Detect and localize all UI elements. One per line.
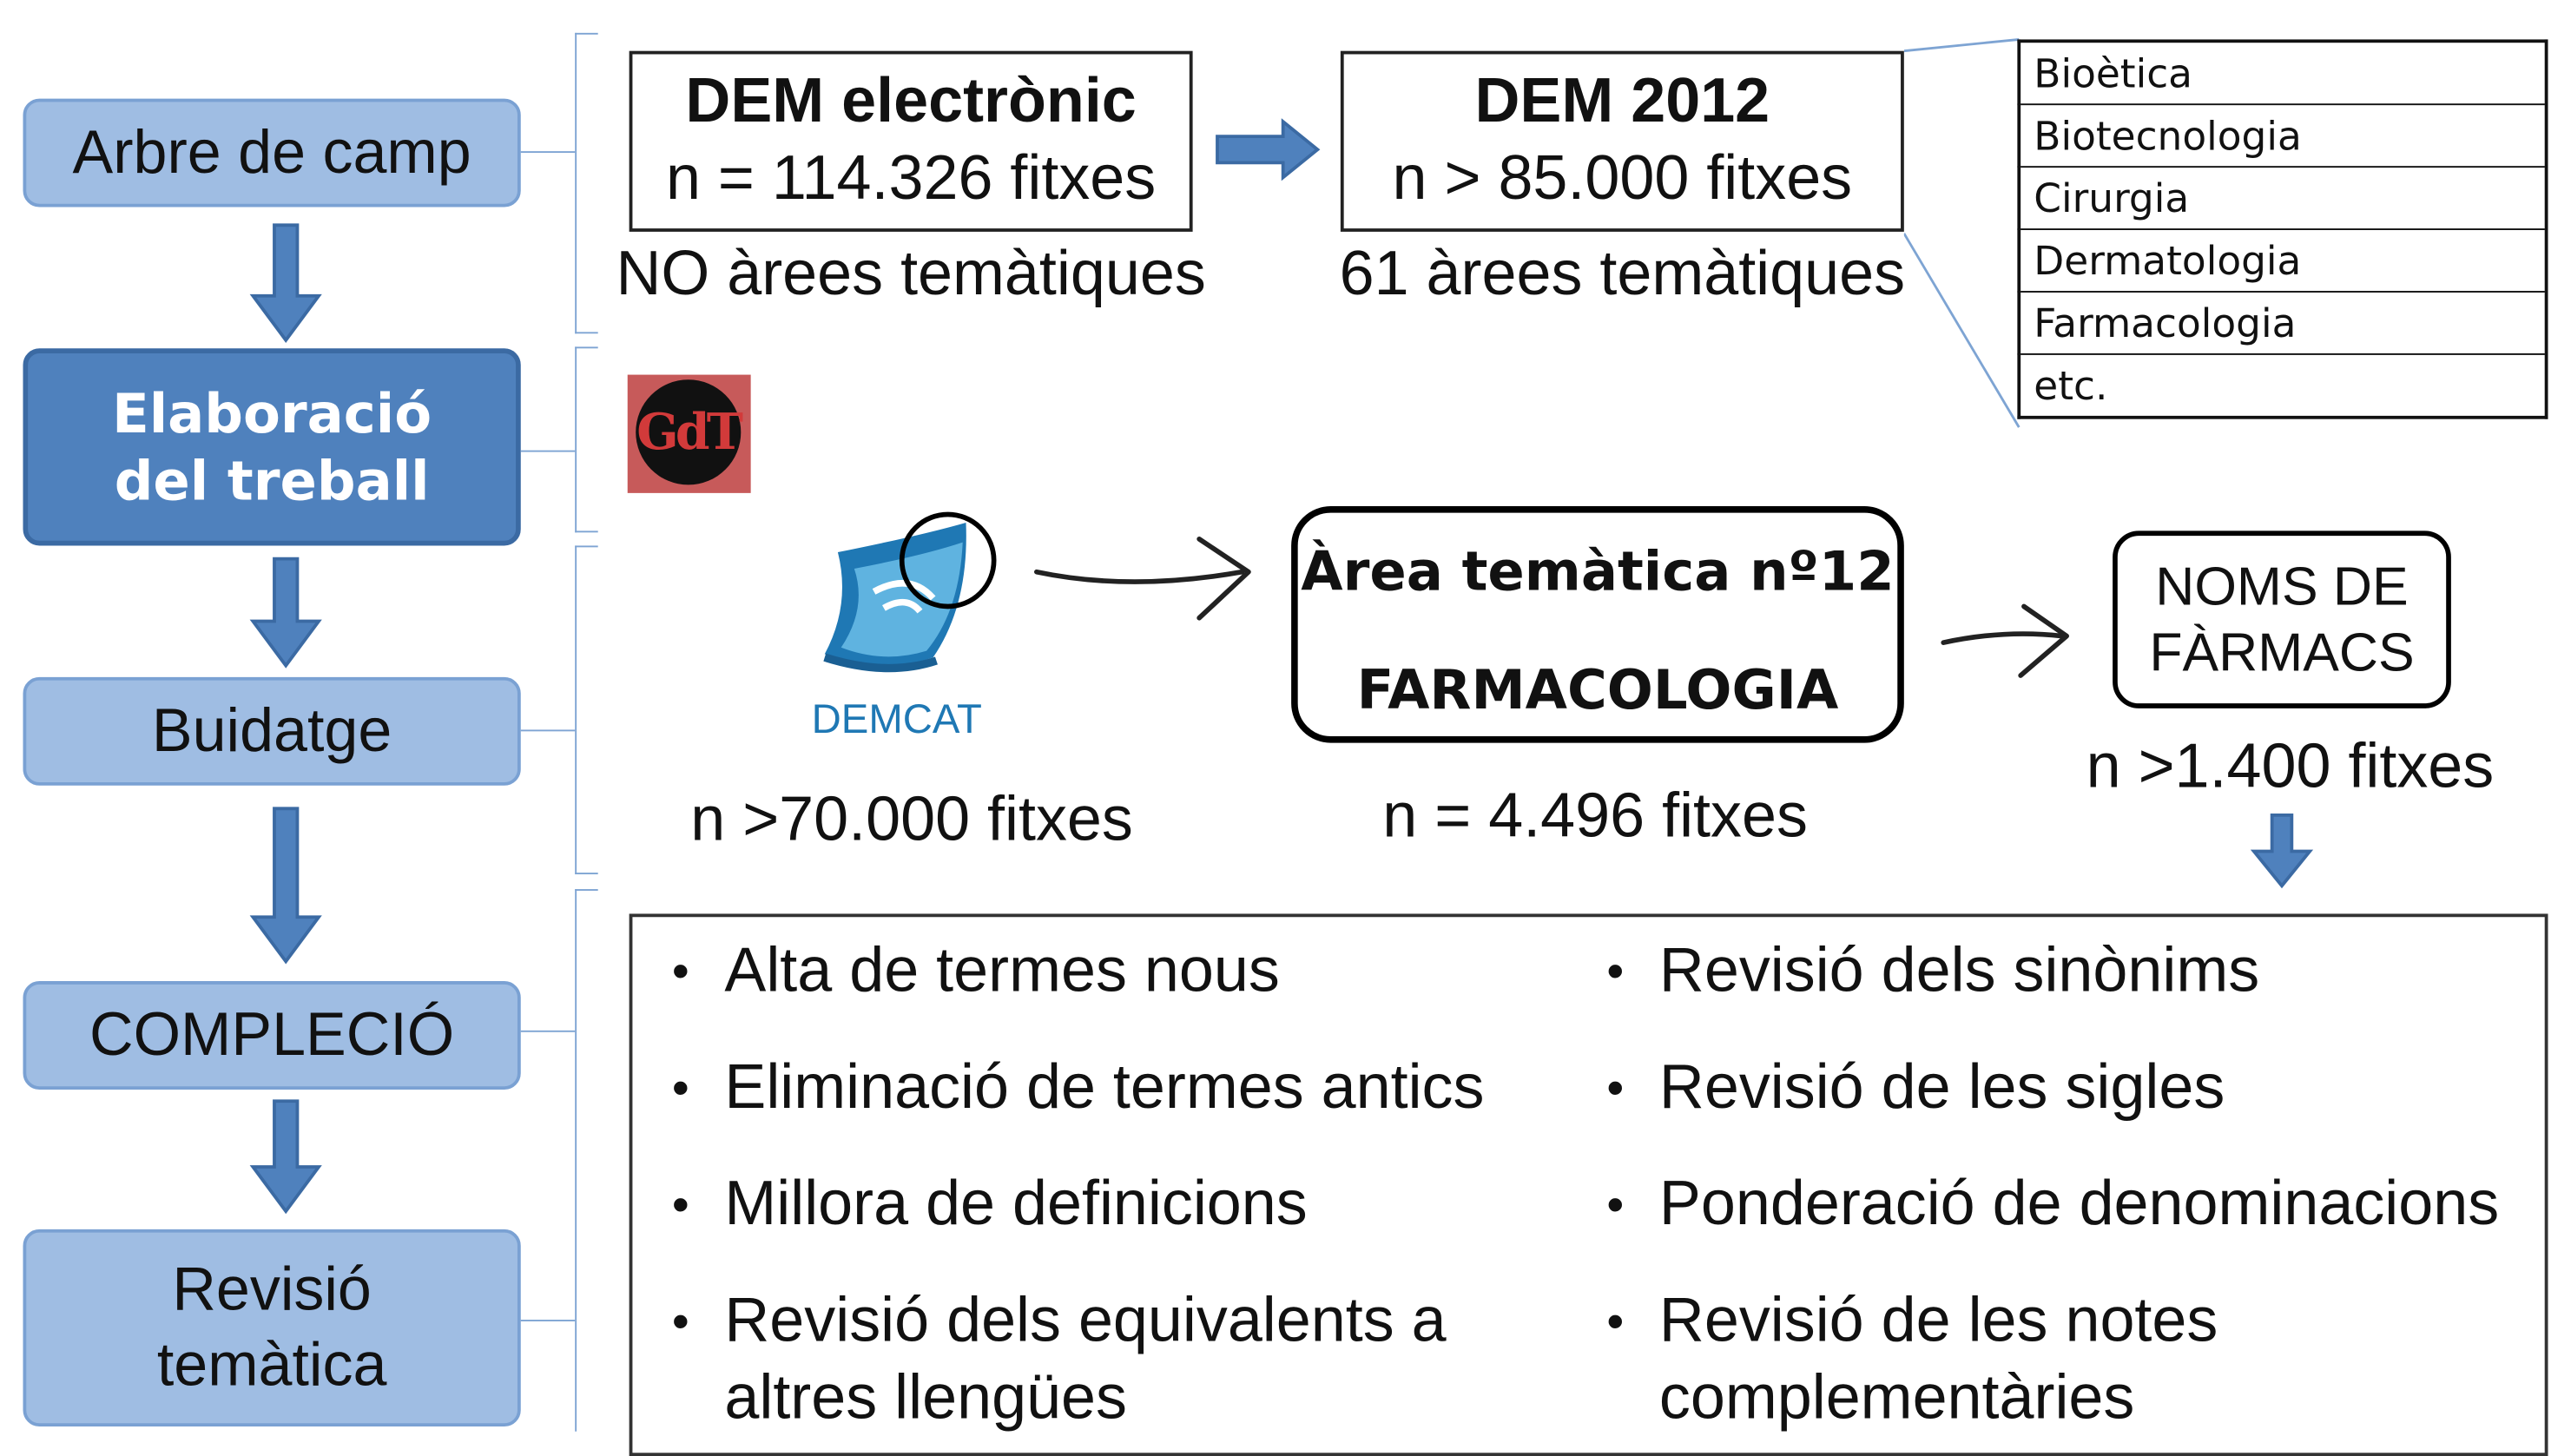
step-elaboracio: Elaboració del treball [23, 348, 521, 546]
down-arrow-icon [249, 557, 322, 669]
step-elaboracio-label: Elaboració del treball [112, 380, 432, 513]
dem-electronic-count: n = 114.326 fitxes [665, 144, 1157, 214]
area-item: Dermatologia [2018, 228, 2548, 293]
bracket [575, 545, 598, 875]
bracket [575, 346, 598, 533]
task-text: Millora de definicions [724, 1169, 1308, 1240]
noms-farmacs-line2: FÀRMACS [2149, 621, 2415, 682]
step-buidatge-label: Buidatge [151, 696, 392, 764]
list-item: Dermatologia [2018, 228, 2548, 293]
area-item: Biotecnologia [2018, 103, 2548, 168]
task-text: Revisió de les notes complementàries [1658, 1287, 2218, 1433]
task-text: Revisió dels equivalents a altres llengü… [724, 1287, 1447, 1433]
task-item: • Eliminació de termes antics [672, 1051, 1485, 1128]
step-revisio-tematica: Revisió temàtica [23, 1229, 521, 1427]
bullet-icon: • [671, 1061, 689, 1117]
list-item: Cirurgia [2018, 166, 2548, 231]
area-tematica-count: n = 4.496 fitxes [1382, 782, 1808, 852]
area-tematica-name: FARMACOLOGIA [1356, 657, 1839, 721]
callout-lines [1903, 38, 2021, 428]
noms-farmacs-count: n >1.400 fitxes [2086, 733, 2495, 802]
bullet-icon: • [671, 945, 689, 999]
bullet-icon: • [1606, 945, 1625, 999]
list-item: Bioètica [2018, 40, 2548, 106]
noms-farmacs-line1: NOMS DE [2155, 555, 2409, 616]
demcat-logo-icon [823, 511, 997, 673]
step-arbre-de-camp: Arbre de camp [23, 98, 521, 208]
dem-2012-title: DEM 2012 [1474, 67, 1770, 137]
step-buidatge: Buidatge [23, 676, 521, 786]
demcat-label: DEMCAT [811, 696, 982, 743]
area-item: Farmacologia [2018, 291, 2548, 355]
dem-electronic-note: NO àrees temàtiques [616, 240, 1206, 309]
dem-electronic-title: DEM electrònic [685, 67, 1137, 137]
area-item: Bioètica [2018, 40, 2548, 106]
gdt-logo: GdT [627, 374, 751, 493]
connector-line [520, 151, 576, 154]
gdt-logo-text: GdT [636, 403, 743, 461]
down-arrow-icon [2250, 813, 2314, 889]
demcat-count: n >70.000 fitxes [690, 785, 1133, 855]
step-complecio-label: COMPLECIÓ [89, 1000, 455, 1069]
gdt-logo-circle: GdT [636, 379, 743, 485]
task-item: • Revisió de les sigles [1606, 1051, 2225, 1128]
task-text: Revisió dels sinònims [1658, 936, 2260, 1006]
task-item: • Revisió de les notes complementàries [1606, 1283, 2350, 1438]
noms-farmacs-box: NOMS DE FÀRMACS [2113, 530, 2451, 708]
area-tematica-title: Àrea temàtica nº12 [1301, 538, 1895, 603]
task-item: • Revisió dels sinònims [1606, 933, 2260, 1011]
bracket [575, 32, 598, 334]
connector-line [520, 729, 576, 732]
task-item: • Alta de termes nous [672, 933, 1280, 1011]
bullet-icon: • [671, 1178, 689, 1233]
list-item: etc. [2018, 352, 2548, 418]
task-text: Revisió de les sigles [1658, 1053, 2225, 1123]
connector-line [520, 450, 576, 452]
list-item: Farmacologia [2018, 291, 2548, 355]
diagram-stage: Arbre de camp Elaboració del treball Bui… [23, 32, 2548, 1456]
connector-line [520, 1030, 576, 1032]
bracket [575, 889, 598, 1432]
area-list: Bioètica Biotecnologia Cirurgia Dermatol… [2017, 39, 2548, 419]
task-text: Alta de termes nous [724, 936, 1280, 1006]
bullet-icon: • [1606, 1178, 1625, 1233]
task-item: • Revisió dels equivalents a altres lleng… [672, 1283, 1513, 1438]
bullet-icon: • [671, 1295, 689, 1350]
down-arrow-icon [249, 223, 322, 344]
step-revisio-label: Revisió temàtica [156, 1255, 387, 1399]
step-complecio: COMPLECIÓ [23, 981, 521, 1090]
connector-line [520, 1319, 576, 1321]
tasks-box: • Alta de termes nous • Eliminació de term… [629, 913, 2548, 1456]
right-arrow-icon [1216, 118, 1321, 181]
hand-arrow-icon [1034, 537, 1251, 621]
task-item: • Millora de definicions [672, 1167, 1308, 1244]
task-item: • Ponderació de denominacions [1606, 1167, 2500, 1244]
list-item: Biotecnologia [2018, 103, 2548, 168]
bullet-icon: • [1606, 1061, 1625, 1117]
hand-arrow-icon [1941, 603, 2069, 678]
step-arbre-label: Arbre de camp [72, 118, 471, 186]
dem-electronic-box: DEM electrònic n = 114.326 fitxes [629, 50, 1193, 232]
down-arrow-icon [249, 807, 322, 965]
dem-2012-count: n > 85.000 fitxes [1392, 144, 1853, 214]
area-item: etc. [2018, 352, 2548, 418]
dem-2012-note: 61 àrees temàtiques [1339, 240, 1906, 309]
task-text: Ponderació de denominacions [1658, 1169, 2500, 1240]
dem-2012-box: DEM 2012 n > 85.000 fitxes [1340, 50, 1904, 232]
down-arrow-icon [249, 1099, 322, 1215]
area-tematica-box: Àrea temàtica nº12 FARMACOLOGIA [1291, 506, 1904, 743]
area-item: Cirurgia [2018, 166, 2548, 231]
bullet-icon: • [1606, 1295, 1625, 1350]
task-text: Eliminació de termes antics [724, 1053, 1485, 1123]
